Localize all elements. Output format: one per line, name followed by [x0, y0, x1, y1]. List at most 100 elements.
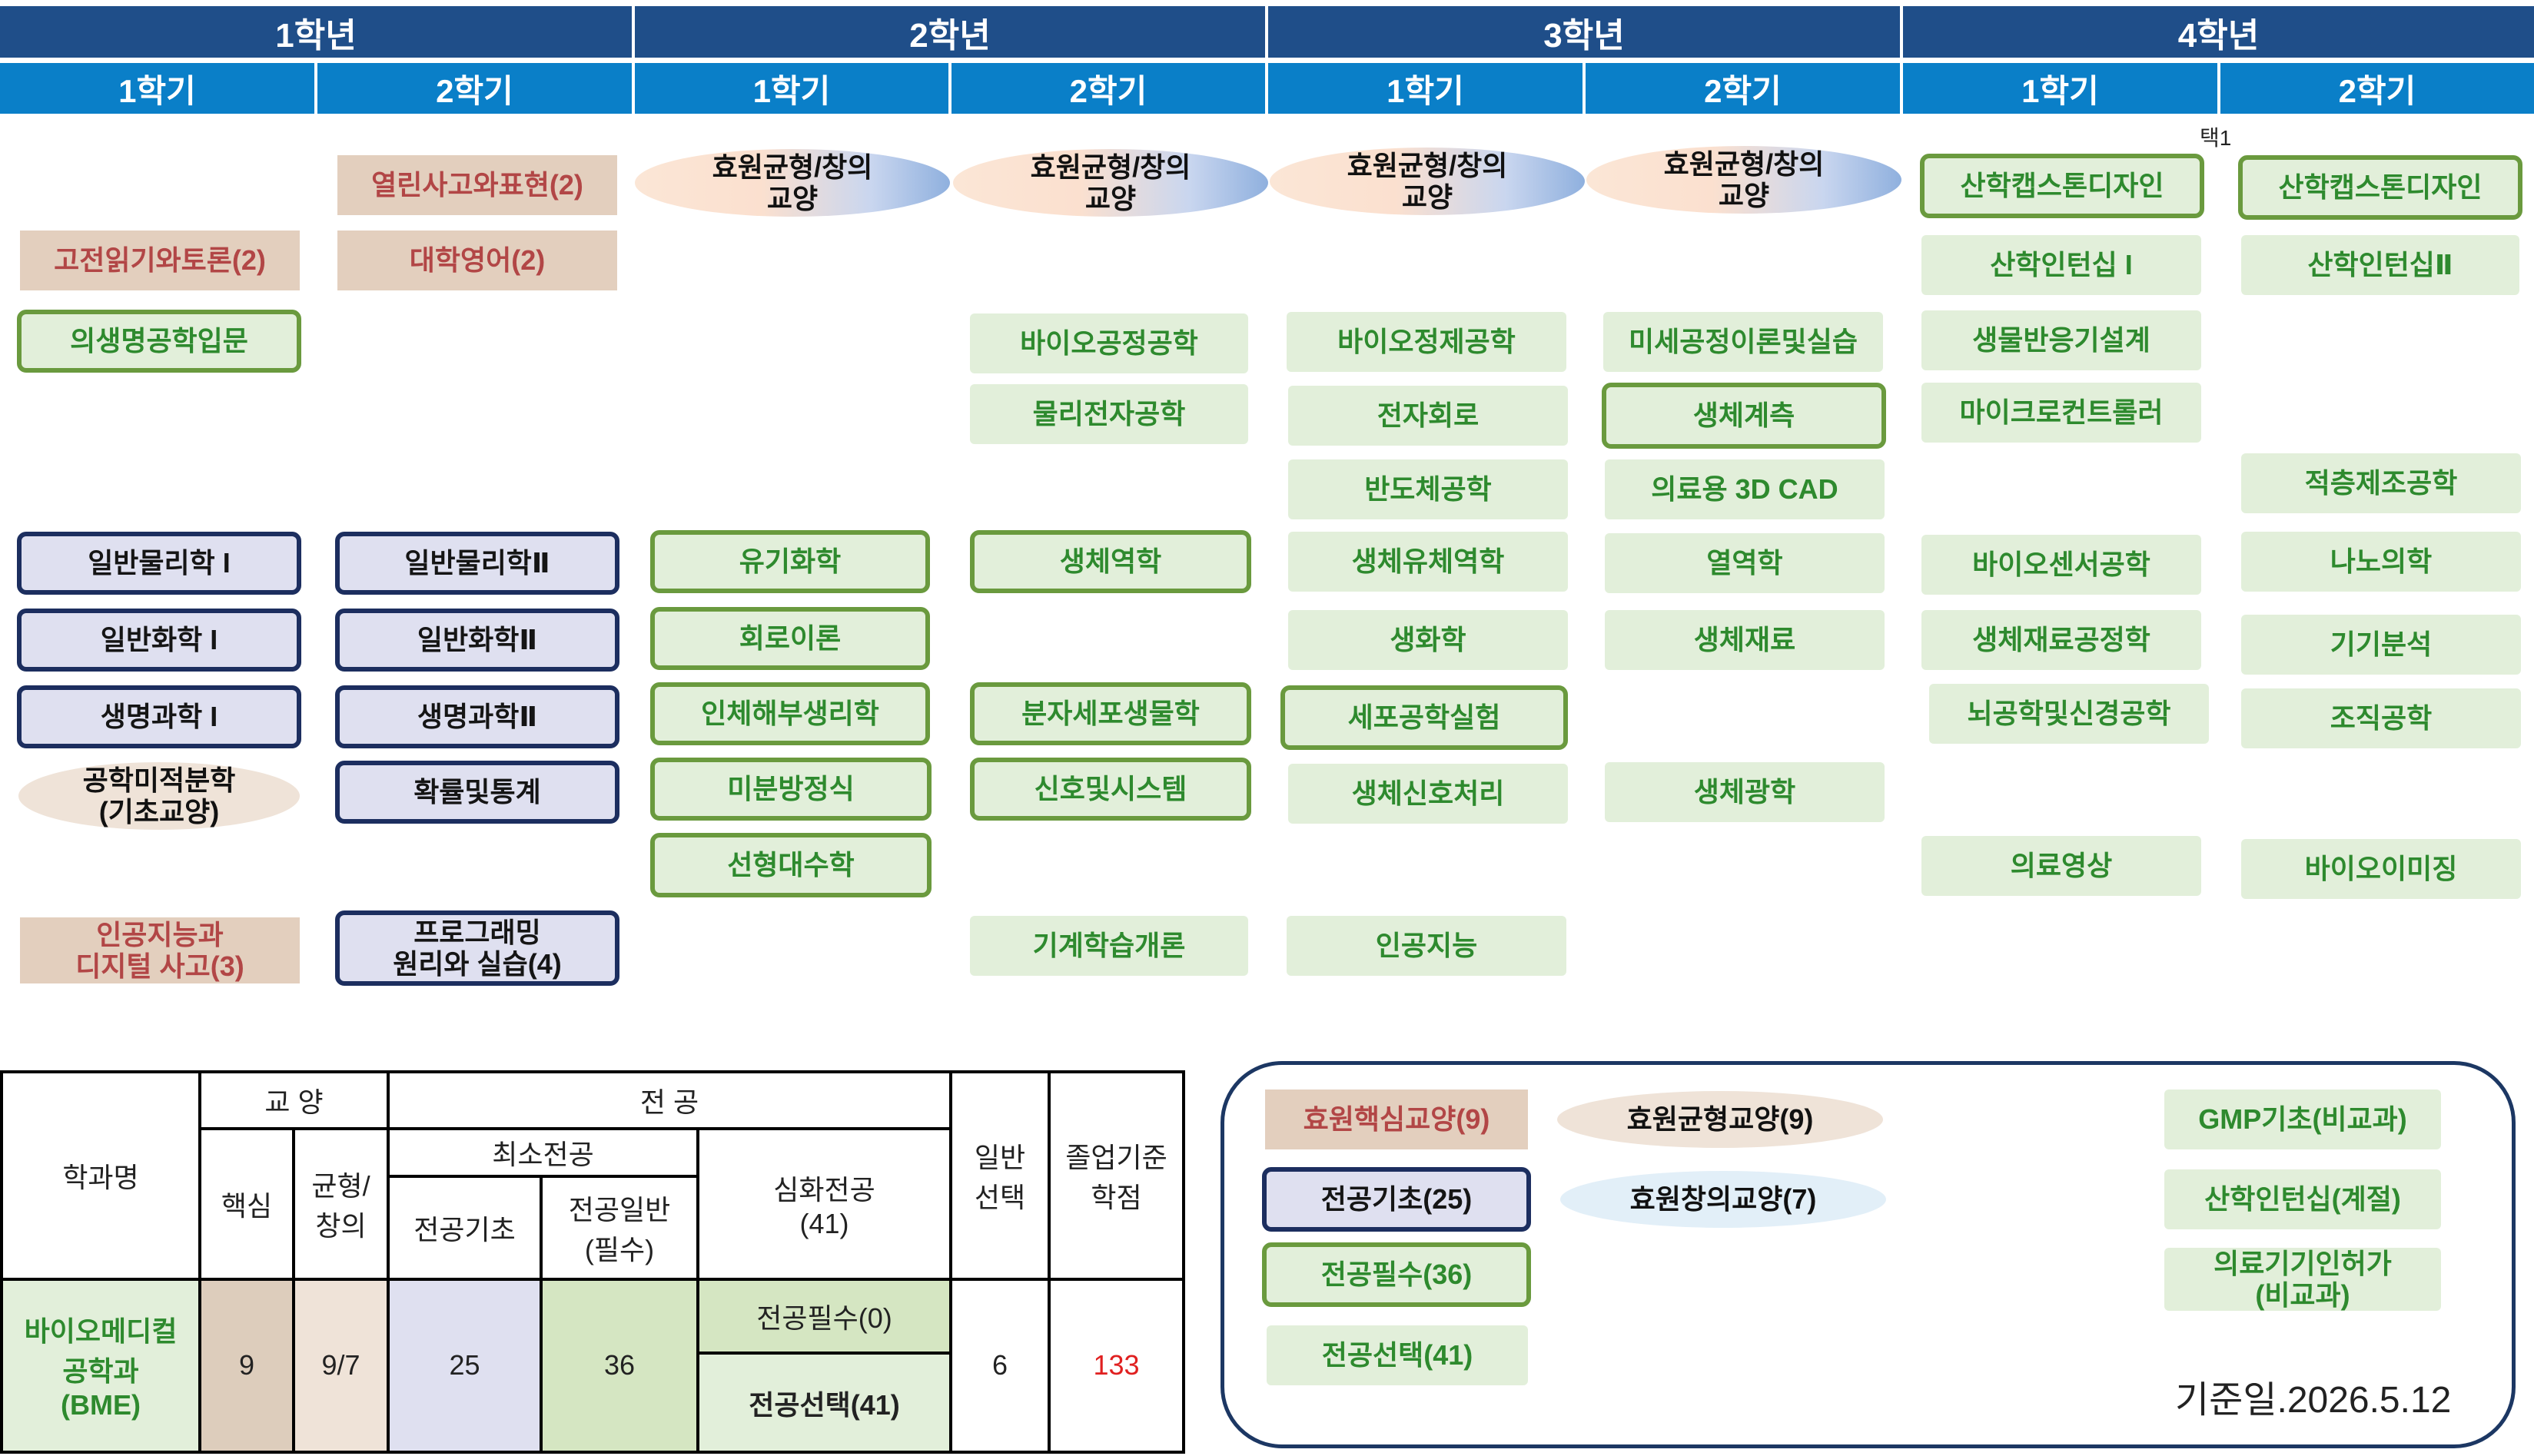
course-y3s1-3: 반도체공학 [1288, 459, 1568, 519]
semester-header-2-1: 1학기 [635, 63, 948, 114]
deep-major-header: 심화전공 (41) [696, 1127, 952, 1281]
free-elective-header: 일반 선택 [949, 1070, 1051, 1281]
grad-credit-header: 졸업기준 학점 [1048, 1070, 1185, 1281]
legend-frame [1221, 1061, 2516, 1448]
course-y1s2-4: 생명과학Ⅱ [335, 685, 619, 748]
select-one-note: 택1 [2200, 126, 2232, 150]
course-y2s1-2: 회로이론 [650, 607, 930, 670]
course-y3s1-7: 생체신호처리 [1288, 764, 1568, 824]
min-major-header: 최소전공 [387, 1127, 699, 1178]
course-y4s2-2: 적층제조공학 [2241, 453, 2521, 513]
course-y3s2-1: 미세공정이론및실습 [1603, 312, 1883, 372]
semester-header-2-2: 2학기 [951, 63, 1265, 114]
course-y1s1-4: 생명과학 I [17, 685, 301, 748]
value-deep-req: 전공필수(0) [696, 1277, 952, 1355]
course-y2s2-0: 효원균형/창의 교양 [953, 149, 1268, 217]
course-y4s2-3: 나노의학 [2241, 532, 2521, 592]
year-header-2: 2학년 [635, 6, 1265, 58]
course-y4s2-6: 바이오이미징 [2241, 839, 2521, 899]
course-y1s2-3: 일반화학Ⅱ [335, 609, 619, 672]
value-found: 25 [387, 1277, 543, 1454]
course-y2s1-5: 선형대수학 [650, 833, 932, 897]
legend-sel: 전공선택(41) [1267, 1325, 1528, 1385]
semester-header-3-2: 2학기 [1586, 63, 1900, 114]
course-y1s2-5: 확률및통계 [335, 761, 619, 824]
course-y3s2-4: 열역학 [1605, 533, 1885, 593]
course-y4s1-5: 생체재료공정학 [1921, 610, 2201, 670]
course-y3s1-8: 인공지능 [1287, 916, 1566, 976]
course-y4s2-5: 조직공학 [2241, 688, 2521, 748]
legend-gmp: GMP기초(비교과) [2164, 1090, 2441, 1149]
legend-intern: 산학인턴십(계절) [2164, 1169, 2441, 1229]
course-y3s1-2: 전자회로 [1288, 386, 1568, 446]
legend-req: 전공필수(36) [1262, 1242, 1531, 1307]
value-grad: 133 [1048, 1277, 1185, 1454]
course-y4s2-1: 산학인턴십Ⅱ [2241, 235, 2519, 295]
dept-name: 바이오메디컬 공학과 (BME) [0, 1277, 201, 1454]
general-req-header: 전공일반 (필수) [540, 1174, 699, 1281]
year-header-3: 3학년 [1268, 6, 1900, 58]
course-y1s2-1: 대학영어(2) [337, 231, 617, 290]
course-y4s1-2: 생물반응기설계 [1921, 310, 2201, 370]
course-y3s2-2: 생체계측 [1602, 383, 1886, 449]
course-y2s2-4: 분자세포생물학 [970, 682, 1251, 745]
course-y1s1-5: 공학미적분학 (기초교양) [18, 762, 300, 830]
course-y2s2-5: 신호및시스템 [970, 758, 1251, 821]
course-y1s2-0: 열린사고와표현(2) [337, 155, 617, 215]
reference-date: 기준일.2026.5.12 [2175, 1380, 2452, 1421]
course-y4s2-0: 산학캡스톤디자인 [2238, 155, 2522, 220]
course-y1s1-2: 일반물리학 I [17, 532, 301, 595]
course-y2s2-3: 생체역학 [970, 530, 1251, 593]
course-y3s1-5: 생화학 [1288, 610, 1568, 670]
semester-header-1-2: 2학기 [317, 63, 632, 114]
course-y4s1-6: 뇌공학및신경공학 [1929, 684, 2209, 744]
course-y2s1-1: 유기화학 [650, 530, 930, 593]
course-y2s2-1: 바이오공정공학 [970, 313, 1248, 373]
credit-table: 학과명 교 양 전 공 일반 선택 졸업기준 학점 핵심 균형/ 창의 최소전공… [0, 1070, 1185, 1454]
dept-header: 학과명 [0, 1070, 201, 1281]
value-deep-sel: 전공선택(41) [696, 1352, 952, 1454]
legend-device: 의료기기인허가 (비교과) [2164, 1248, 2441, 1311]
liberal-header: 교 양 [198, 1070, 390, 1131]
course-y3s1-4: 생체유체역학 [1288, 532, 1568, 592]
course-y1s2-6: 프로그래밍 원리와 실습(4) [335, 910, 619, 986]
semester-header-4-1: 1학기 [1903, 63, 2217, 114]
found-header: 전공기초 [387, 1174, 543, 1281]
balance-header: 균형/ 창의 [292, 1127, 390, 1281]
semester-header-1-1: 1학기 [0, 63, 314, 114]
course-y3s1-0: 효원균형/창의 교양 [1270, 148, 1585, 215]
course-y3s2-0: 효원균형/창의 교양 [1586, 146, 1901, 214]
value-general: 36 [540, 1277, 699, 1454]
semester-header-3-1: 1학기 [1268, 63, 1583, 114]
course-y2s1-4: 미분방정식 [650, 758, 932, 821]
course-y3s2-6: 생체광학 [1605, 762, 1885, 822]
course-y1s2-2: 일반물리학Ⅱ [335, 532, 619, 595]
year-header-4: 4학년 [1903, 6, 2534, 58]
course-y1s1-1: 의생명공학입문 [17, 310, 301, 373]
course-y4s2-4: 기기분석 [2241, 615, 2521, 675]
course-y2s2-6: 기계학습개론 [970, 916, 1248, 976]
value-free: 6 [949, 1277, 1051, 1454]
major-header: 전 공 [387, 1070, 952, 1131]
course-y4s1-4: 바이오센서공학 [1921, 535, 2201, 595]
value-balance: 9/7 [292, 1277, 390, 1454]
value-core: 9 [198, 1277, 295, 1454]
course-y4s1-0: 산학캡스톤디자인 [1920, 154, 2204, 218]
course-y3s1-6: 세포공학실험 [1280, 685, 1568, 750]
course-y2s1-0: 효원균형/창의 교양 [635, 149, 950, 217]
legend-core: 효원핵심교양(9) [1265, 1090, 1528, 1149]
course-y4s1-7: 의료영상 [1921, 836, 2201, 896]
year-header-1: 1학년 [0, 6, 632, 58]
course-y3s2-5: 생체재료 [1605, 610, 1885, 670]
legend-creative: 효원창의교양(7) [1560, 1171, 1886, 1228]
legend-balance: 효원균형교양(9) [1557, 1091, 1883, 1148]
course-y1s1-0: 고전읽기와토론(2) [20, 231, 300, 290]
course-y1s1-6: 인공지능과 디지털 사고(3) [20, 917, 300, 983]
course-y2s1-3: 인체해부생리학 [650, 682, 930, 745]
course-y4s1-1: 산학인턴십 I [1921, 235, 2201, 295]
course-y3s1-1: 바이오정제공학 [1287, 312, 1566, 372]
core-header: 핵심 [198, 1127, 295, 1281]
legend-found: 전공기초(25) [1262, 1167, 1531, 1232]
course-y1s1-3: 일반화학 I [17, 609, 301, 672]
course-y3s2-3: 의료용 3D CAD [1605, 459, 1885, 519]
